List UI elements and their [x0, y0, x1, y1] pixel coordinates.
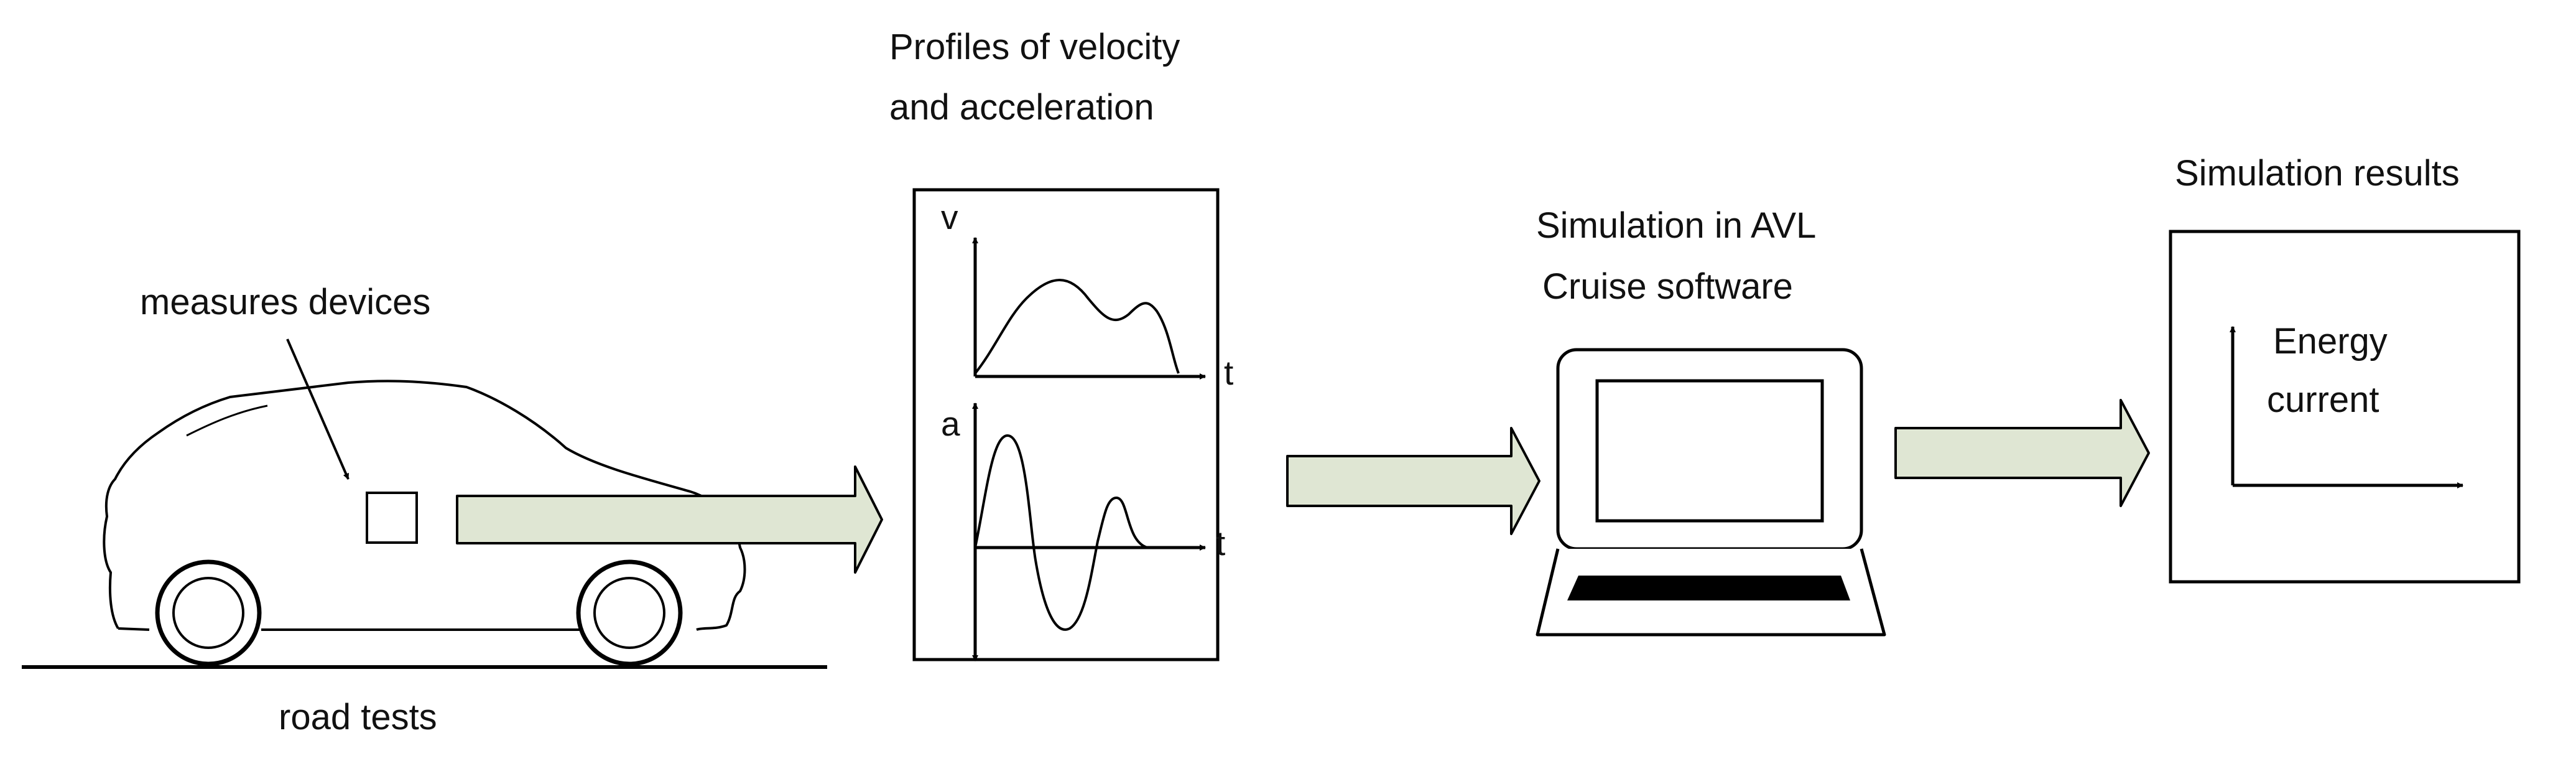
time-axis-label-bottom: t: [1216, 524, 1225, 563]
measuring-device-pointer: [286, 338, 350, 480]
profiles-box: [912, 188, 1220, 661]
energy-label: Energy: [2273, 321, 2388, 362]
simulation-title-line1: Simulation in AVL: [1536, 205, 1816, 246]
results-title: Simulation results: [2175, 153, 2460, 194]
car-window: [186, 404, 268, 437]
profiles-title-line1: Profiles of velocity: [889, 27, 1180, 67]
profiles-title-line2: and acceleration: [889, 87, 1154, 128]
road-tests-label: road tests: [279, 697, 437, 737]
car-body: [103, 380, 746, 631]
laptop-keyboard: [1567, 576, 1850, 600]
profiles-section: Profiles of velocity and acceleration v …: [889, 27, 1233, 661]
simulation-section: Simulation in AVL Cruise software: [1536, 205, 1886, 637]
velocity-curve: [974, 279, 1180, 375]
road-test-section: measures devices road tests: [22, 282, 827, 737]
flow-arrow-2: [1286, 427, 1541, 535]
current-label: current: [2267, 380, 2379, 420]
flow-arrow-3: [1894, 399, 2150, 507]
acceleration-curve: [974, 434, 1148, 631]
simulation-title-line2: Cruise software: [1542, 266, 1793, 307]
rear-wheel-rim: [593, 577, 665, 649]
velocity-axis-label: v: [941, 198, 958, 236]
acceleration-axis-label: a: [941, 404, 960, 443]
front-wheel-rim: [172, 577, 244, 649]
measuring-device-box: [366, 492, 418, 544]
time-axis-label-top: t: [1224, 353, 1233, 392]
measures-devices-label: measures devices: [140, 282, 430, 322]
laptop-screen: [1595, 379, 1824, 523]
results-section: Simulation results Energy current: [2169, 153, 2521, 584]
results-box: [2169, 230, 2521, 584]
flow-arrow-1: [456, 465, 883, 574]
